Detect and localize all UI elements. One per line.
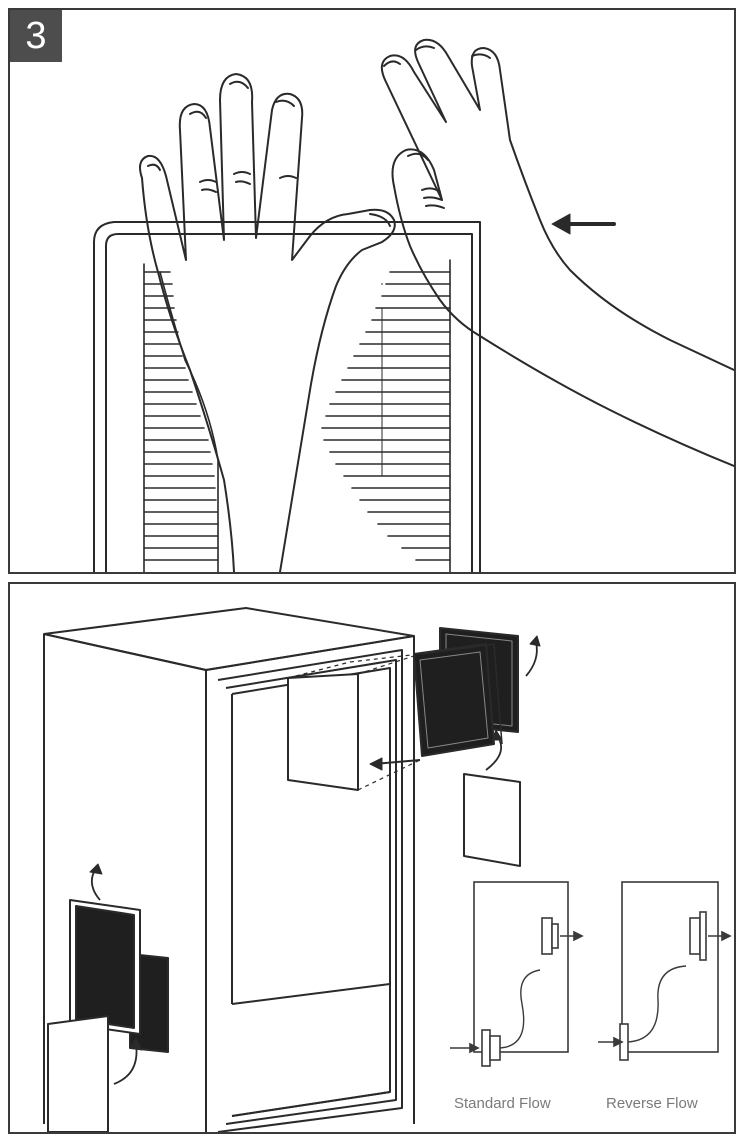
appliance-filter-diagram: Standard Flow Reverse Flow [10, 584, 734, 1132]
fan-upper [690, 918, 700, 954]
reverse-flow-diagram [598, 882, 730, 1060]
cover-panel [48, 1016, 108, 1132]
fan-upper [542, 918, 552, 954]
filter-diagram-panel: Standard Flow Reverse Flow [8, 582, 736, 1134]
cover-panel [464, 774, 520, 866]
right-hand [382, 40, 734, 466]
standard-flow-diagram [450, 882, 582, 1066]
left-hand [140, 74, 395, 572]
left-arrow-icon [552, 214, 614, 234]
curved-arrow-icon [114, 1044, 137, 1084]
hands-on-grille-illustration [10, 10, 734, 572]
grille-left [144, 264, 218, 572]
fan-lower [482, 1030, 490, 1066]
grille-right [322, 260, 450, 572]
standard-flow-label: Standard Flow [454, 1095, 551, 1112]
appliance-frame [94, 222, 480, 572]
step-number-badge: 3 [10, 10, 62, 62]
curved-arrow-icon [526, 642, 537, 676]
step-3-panel: 3 [8, 8, 736, 574]
lower-filter-assembly [48, 864, 168, 1132]
reverse-flow-label: Reverse Flow [606, 1095, 698, 1112]
